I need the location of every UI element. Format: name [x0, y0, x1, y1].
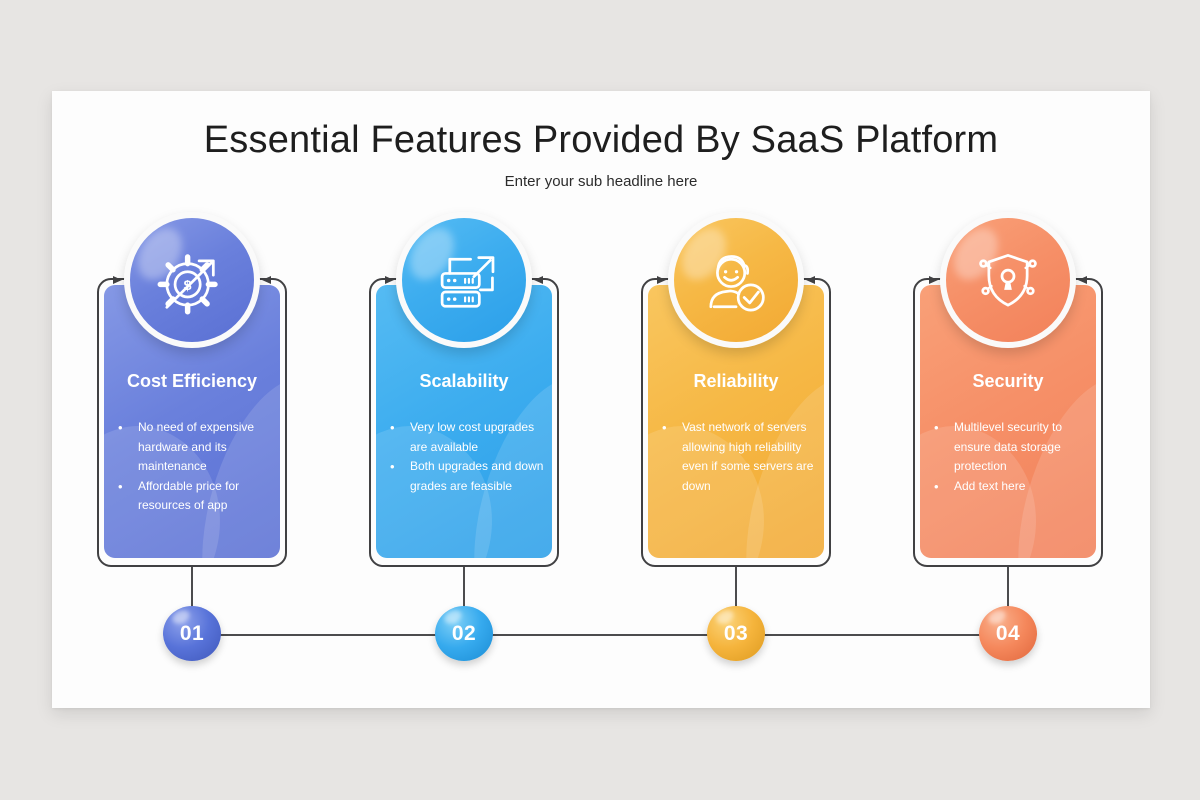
server-upgrade-arrow-icon [396, 212, 532, 348]
support-person-check-icon [668, 212, 804, 348]
feature-list: Vast network of servers allowing high re… [648, 418, 824, 496]
feature-card-security: Security Multilevel security to ensure d… [913, 212, 1103, 567]
card-title: Security [972, 371, 1044, 391]
card-connector-1 [191, 567, 193, 607]
feature-list: Multilevel security to ensure data stora… [920, 418, 1096, 496]
arrow-right-icon [113, 276, 122, 284]
card-title: Scalability [419, 371, 509, 391]
page-title: Essential Features Provided By SaaS Plat… [203, 119, 999, 161]
feature-bullet: Multilevel security to ensure data stora… [934, 418, 1094, 477]
card-connector-3 [735, 567, 737, 607]
timeline-connector [192, 634, 1008, 636]
step-badge-1: 01 [163, 606, 221, 661]
arrow-right-icon [929, 276, 938, 284]
feature-card-cost-efficiency: Cost Efficiency No need of expensive har… [97, 212, 287, 567]
step-badge-4: 04 [979, 606, 1037, 661]
card-connector-2 [463, 567, 465, 607]
arrow-left-icon [534, 276, 543, 284]
arrow-right-icon [657, 276, 666, 284]
feature-card-scalability: Scalability Very low cost upgrades are a… [369, 212, 559, 567]
arrow-left-icon [806, 276, 815, 284]
feature-bullet: Vast network of servers allowing high re… [662, 418, 822, 496]
arrow-left-icon [262, 276, 271, 284]
header: Essential Features Provided By SaaS Plat… [52, 91, 1150, 190]
page-subtitle: Enter your sub headline here [504, 173, 698, 190]
slide-panel: Essential Features Provided By SaaS Plat… [52, 91, 1150, 708]
feature-list: No need of expensive hardware and its ma… [104, 418, 280, 516]
card-connector-4 [1007, 567, 1009, 607]
feature-bullet: No need of expensive hardware and its ma… [118, 418, 278, 477]
card-title: Cost Efficiency [126, 371, 258, 391]
shield-keyhole-icon [940, 212, 1076, 348]
step-badge-2: 02 [435, 606, 493, 661]
feature-bullet: Very low cost upgrades are available [390, 418, 550, 457]
feature-bullet: Both upgrades and down grades are feasib… [390, 457, 550, 496]
step-badge-3: 03 [707, 606, 765, 661]
feature-list: Very low cost upgrades are availableBoth… [376, 418, 552, 496]
feature-bullet: Affordable price for resources of app [118, 477, 278, 516]
feature-bullet: Add text here [934, 477, 1094, 497]
card-title: Reliability [693, 371, 779, 391]
arrow-left-icon [1078, 276, 1087, 284]
arrow-right-icon [385, 276, 394, 284]
gear-dollar-growth-icon: $ [124, 212, 260, 348]
feature-card-reliability: Reliability Vast network of servers allo… [641, 212, 831, 567]
